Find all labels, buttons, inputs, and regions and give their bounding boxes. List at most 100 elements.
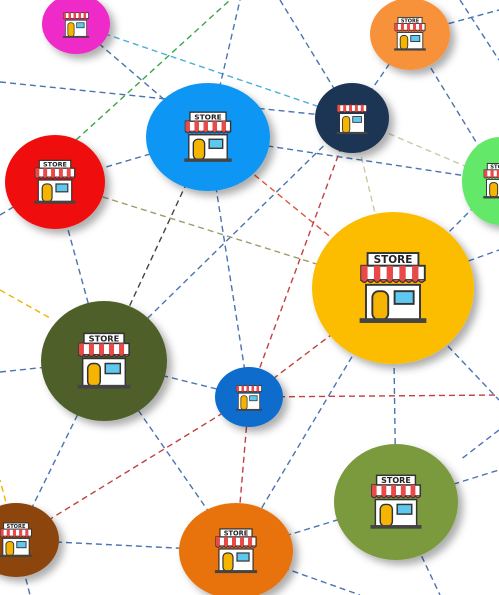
- edge-n-blue-small-n-brown: [15, 396, 250, 541]
- awning-stripe: [349, 104, 352, 112]
- awning-stripe: [221, 121, 227, 132]
- awning-scallop: [360, 278, 426, 284]
- awning-scallop: [483, 176, 499, 179]
- awning-stripe: [194, 121, 199, 132]
- awning-stripe: [236, 385, 239, 392]
- store-base: [359, 318, 427, 323]
- awning-stripe: [231, 536, 236, 546]
- edge-offcanvas-9: [392, 249, 499, 289]
- store-icon: STORE: [77, 332, 131, 389]
- awning-stripe: [400, 485, 406, 496]
- awning-scallop: [215, 545, 257, 548]
- awning-stripe: [373, 265, 381, 281]
- store-base: [77, 384, 131, 389]
- awning-stripe: [58, 168, 63, 178]
- awning-stripe: [109, 343, 115, 355]
- store-window: [236, 552, 250, 562]
- store-base: [370, 525, 422, 529]
- awning-stripe: [412, 265, 419, 281]
- awning-stripe: [83, 12, 87, 19]
- store-node-olive: STORE: [41, 301, 167, 421]
- awning-stripe: [66, 168, 71, 178]
- edge-offcanvas-1: [75, 0, 231, 141]
- store-window: [352, 116, 362, 123]
- store-window: [16, 541, 27, 549]
- store-icon: STORE: [370, 474, 422, 529]
- store-window: [410, 35, 421, 42]
- awning-stripe: [360, 104, 364, 112]
- awning-stripe: [25, 529, 29, 537]
- store-base: [394, 48, 426, 51]
- store-node-gold: STORE: [312, 212, 474, 364]
- awning-scallop: [78, 353, 130, 358]
- store-door: [5, 541, 15, 556]
- store-node-green-bottom: STORE: [334, 444, 458, 560]
- edge-offcanvas-7: [248, 394, 499, 398]
- store-icon: STORE: [0, 522, 33, 558]
- store-icon: STORE: [483, 163, 499, 199]
- edge-offcanvas-0: [0, 81, 353, 119]
- awning-stripe: [337, 104, 341, 112]
- awning-stripe: [51, 168, 55, 178]
- store-node-green-right: STORE: [462, 137, 499, 225]
- store-node-blue-small: [215, 367, 283, 427]
- store-window: [76, 22, 85, 29]
- store-sign-label: STORE: [381, 476, 411, 485]
- awning-stripe: [413, 23, 417, 31]
- store-sign-label: STORE: [43, 161, 67, 169]
- awning-stripe: [88, 343, 94, 355]
- store-door: [399, 35, 409, 50]
- store-base: [235, 408, 263, 411]
- store-door: [192, 138, 206, 161]
- awning-stripe: [240, 536, 245, 546]
- awning-stripe: [0, 529, 4, 537]
- store-node-orange-bottom: STORE: [179, 503, 293, 595]
- awning-stripe: [251, 385, 255, 392]
- awning-stripe: [68, 12, 71, 19]
- awning-stripe: [119, 343, 125, 355]
- store-door: [222, 552, 234, 572]
- awning-stripe: [496, 169, 499, 178]
- store-door: [489, 182, 499, 198]
- awning-stripe: [386, 265, 393, 281]
- awning-stripe: [78, 12, 82, 19]
- store-icon: STORE: [184, 111, 232, 162]
- awning-stripe: [484, 169, 488, 178]
- awning-stripe: [406, 23, 410, 31]
- store-sign-label: STORE: [401, 18, 420, 24]
- store-base: [483, 196, 499, 199]
- edge-n-navy-n-olive: [103, 117, 353, 362]
- awning-stripe: [241, 385, 244, 392]
- awning-stripe: [400, 23, 404, 31]
- store-door: [67, 22, 75, 37]
- store-window: [249, 395, 258, 402]
- store-door: [41, 183, 53, 203]
- edge-offcanvas-6: [459, 0, 499, 61]
- store-window: [104, 362, 122, 375]
- awning-stripe: [399, 265, 406, 281]
- store-sign-label: STORE: [194, 112, 222, 121]
- store-sign-label: STORE: [7, 524, 26, 530]
- store-icon: [235, 385, 263, 411]
- awning-stripe: [490, 169, 494, 178]
- awning-stripe: [371, 485, 377, 496]
- awning-stripe: [19, 529, 23, 537]
- awning-stripe: [215, 536, 220, 546]
- store-base: [214, 570, 258, 574]
- awning-stripe: [419, 23, 423, 31]
- store-window: [396, 503, 413, 515]
- store-sign-label: STORE: [374, 254, 413, 266]
- store-node-blue: STORE: [146, 83, 270, 191]
- awning-stripe: [203, 121, 208, 132]
- store-base: [0, 554, 33, 558]
- store-base: [62, 35, 90, 38]
- awning-stripe: [35, 168, 40, 178]
- awning-stripe: [63, 12, 66, 19]
- store-icon: STORE: [34, 159, 76, 204]
- awning-scallop: [35, 176, 75, 179]
- awning-stripe: [361, 265, 368, 281]
- store-node-navy: [315, 83, 389, 153]
- awning-scallop: [394, 29, 426, 32]
- store-base: [184, 158, 232, 162]
